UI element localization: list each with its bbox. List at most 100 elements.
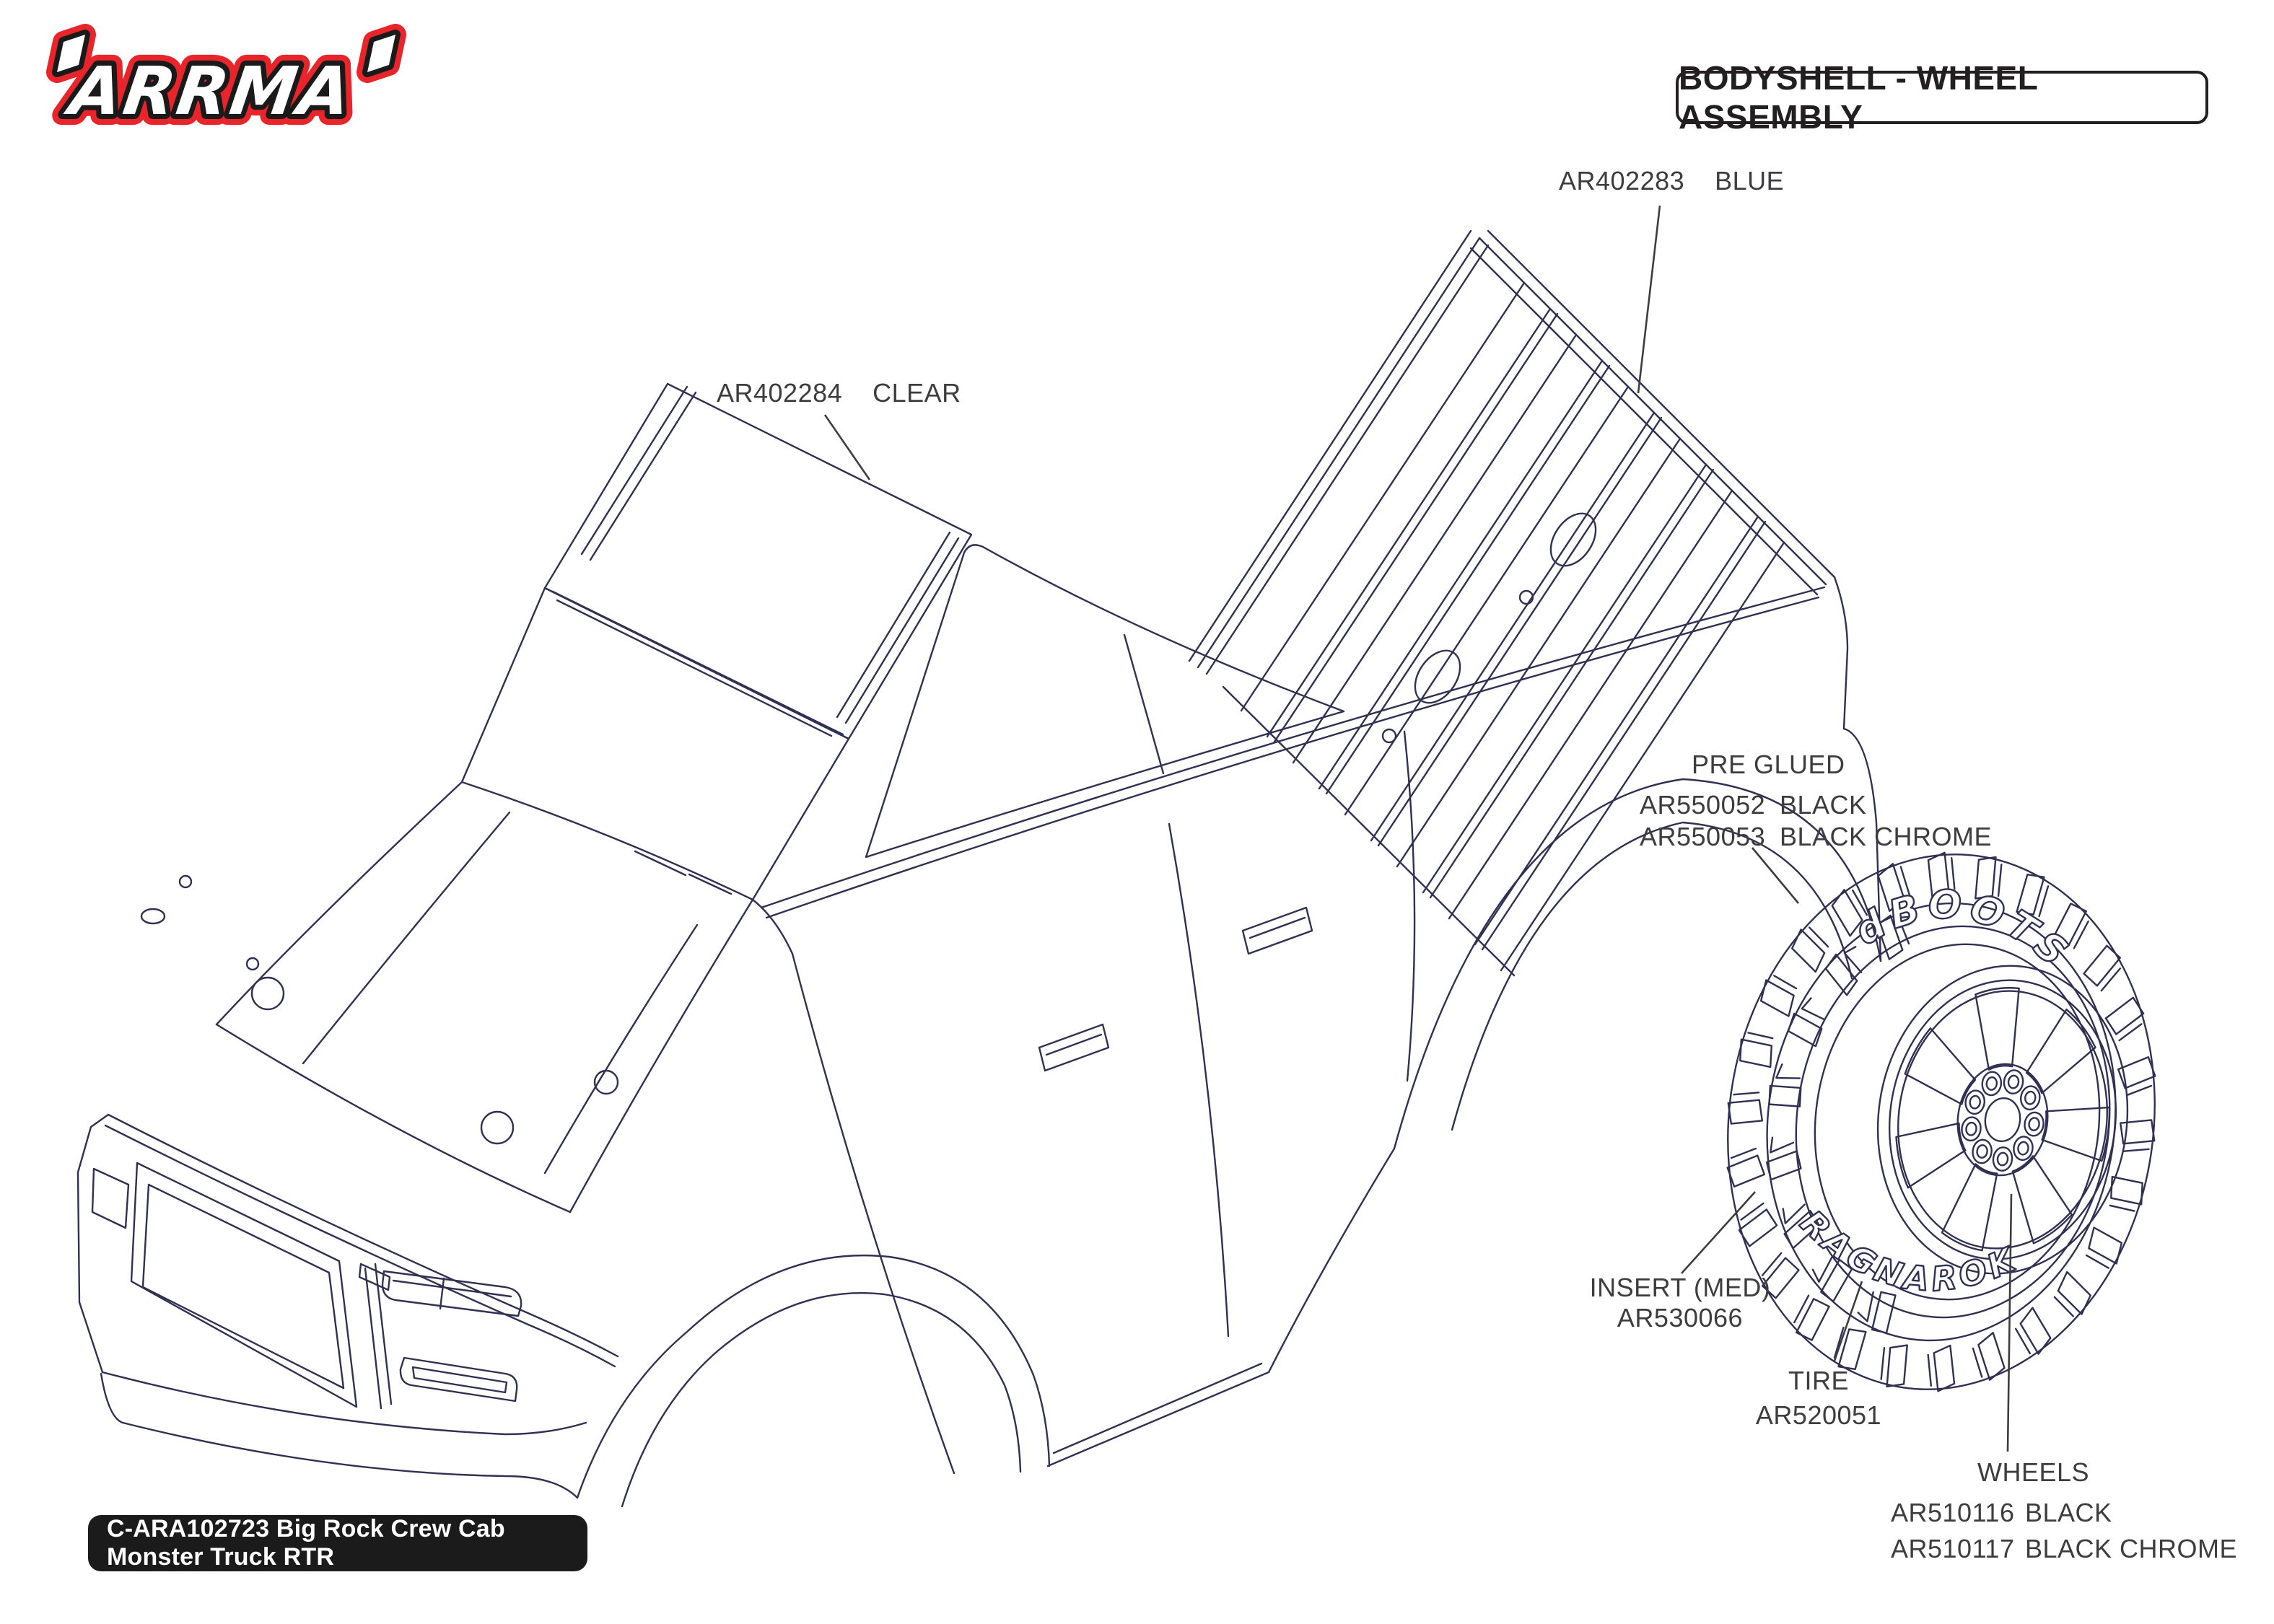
hub-bore: [1982, 1096, 2023, 1144]
part-finish: BLACK CHROME: [2025, 1534, 2238, 1563]
front-left-edge: [76, 1113, 110, 1374]
bumper-bottom: [100, 1372, 579, 1499]
front-fender-outer: [576, 1254, 1051, 1499]
grille-outer: [130, 1162, 358, 1408]
rear-fender-front: [1267, 1147, 1396, 1374]
bed-bulkhead: [1222, 685, 1516, 977]
rear-fender-rear: [1842, 727, 1882, 962]
page-title: BODYSHELL - WHEEL ASSEMBLY: [1676, 59, 2208, 136]
callout-heading: WHEELS: [1977, 1457, 2090, 1487]
part-name: TIRE: [1788, 1366, 1849, 1395]
leader-body-blue: [1637, 205, 1661, 394]
headlight: [381, 1270, 522, 1317]
part-finish: BLACK: [1780, 790, 1867, 820]
hood-dots: [140, 874, 619, 1145]
callout-heading: PRE GLUED: [1692, 750, 1845, 779]
sidewall-ring2: [1814, 943, 2101, 1301]
door-handle-front: [1038, 1023, 1110, 1072]
leader-wheels: [2006, 1193, 2013, 1452]
hood-crease-right: [543, 923, 699, 1175]
part-number: AR530066: [1617, 1303, 1744, 1333]
fog-opening: [399, 1356, 518, 1403]
leader-body-clear: [823, 414, 871, 480]
footer-badge: C-ARA102723 Big Rock Crew Cab Monster Tr…: [88, 1515, 587, 1571]
door-front-edge: [791, 952, 955, 1475]
roof-rail-right: [836, 531, 960, 724]
hood-crease-left: [302, 811, 511, 1065]
parts-row: AR550053 BLACK CHROME: [1640, 821, 1992, 853]
front-crease: [364, 1263, 393, 1410]
wheel-spokes: [1893, 984, 2113, 1255]
part-number: AR510117: [1891, 1534, 2015, 1563]
rear-fender-outer: [1393, 778, 1882, 1150]
door-handle-rear: [1241, 906, 1313, 955]
roof-outline: [543, 382, 973, 740]
part-number: AR550053: [1640, 822, 1766, 851]
callout-body-blue: AR402283 BLUE: [1559, 166, 1784, 196]
part-finish: BLUE: [1715, 166, 1785, 196]
parts-row: AR510117 BLACK CHROME: [1891, 1531, 2237, 1567]
bed-left-rail: [1188, 229, 1490, 675]
parts-row: AR510116 BLACK: [1891, 1495, 2237, 1531]
door-split: [1168, 822, 1230, 1338]
left-marker-light: [91, 1167, 130, 1229]
beltline-inner: [765, 596, 1820, 919]
a-pillar-base: [751, 898, 794, 955]
tire-outer: [1727, 853, 2156, 1390]
sidewall-model-text: RAGNAROK: [1793, 1203, 2024, 1299]
sidewall-ring: [1795, 925, 2111, 1319]
wipers: [634, 850, 733, 895]
part-number: AR520051: [1755, 1400, 1882, 1430]
grille-inner: [141, 1183, 345, 1390]
leader-insert: [1681, 1191, 1756, 1274]
hood-right-edge: [569, 898, 754, 1213]
page-title-text: BODYSHELL - WHEEL ASSEMBLY: [1679, 59, 2038, 136]
rim-outer: [1876, 965, 2129, 1275]
side-glass-divider: [1123, 633, 1165, 775]
callout-tire: TIRE AR520051: [1739, 1364, 1898, 1433]
windshield-inner: [556, 599, 833, 737]
grille-slit: [358, 1263, 391, 1291]
part-name: INSERT (MED): [1589, 1273, 1771, 1302]
hood-left-edge: [215, 781, 463, 1026]
part-number: AR402283: [1559, 166, 1685, 196]
bed-holes: [1381, 512, 1597, 744]
callout-pre-glued: PRE GLUED AR550052 BLACK AR550053 BLACK …: [1640, 749, 1992, 853]
part-number: AR510116: [1891, 1498, 2015, 1527]
callout-body-clear: AR402284 CLEAR: [717, 378, 961, 408]
rim-inner: [1897, 990, 2108, 1250]
bed-rear-corner: [1833, 576, 1849, 730]
leader-pre-glued: [1752, 847, 1799, 904]
rim-lip: [1888, 979, 2117, 1260]
callout-insert: INSERT (MED) AR530066: [1588, 1273, 1772, 1333]
part-finish: BLACK: [2025, 1498, 2112, 1527]
part-number: AR550052: [1640, 790, 1766, 820]
windshield: [460, 587, 850, 901]
part-number: AR402284: [717, 378, 843, 408]
hood-lip: [107, 1113, 619, 1358]
rocker: [1046, 1362, 1270, 1467]
parts-row: AR550052 BLACK: [1640, 789, 1992, 821]
side-glass: [865, 544, 1345, 859]
part-finish: BLACK CHROME: [1780, 822, 1993, 851]
bed-ribs: [1240, 281, 1785, 972]
arrma-logo: [57, 35, 395, 130]
callout-wheels: WHEELS AR510116 BLACK AR510117 BLACK CHR…: [1891, 1454, 2237, 1567]
bodyshell-drawing: [76, 229, 1882, 1508]
hood-lip-inner: [104, 1124, 616, 1368]
leader-tire: [1833, 1281, 1863, 1361]
bed-rear-rail: [1469, 229, 1836, 596]
rear-fender-inner: [1451, 821, 1853, 1131]
hood-front-edge: [215, 1023, 572, 1213]
bumper-top: [101, 1371, 587, 1436]
roof-rail-left: [580, 385, 697, 561]
door-rear-edge: [1403, 730, 1416, 1082]
hub-ring: [1951, 1058, 2055, 1181]
fog-opening-inner: [411, 1366, 508, 1394]
lug-nuts: [1956, 1064, 2050, 1176]
headlight-detail: [392, 1277, 512, 1310]
footer-badge-text: C-ARA102723 Big Rock Crew Cab Monster Tr…: [107, 1515, 505, 1571]
front-fender-inner: [621, 1291, 1022, 1508]
